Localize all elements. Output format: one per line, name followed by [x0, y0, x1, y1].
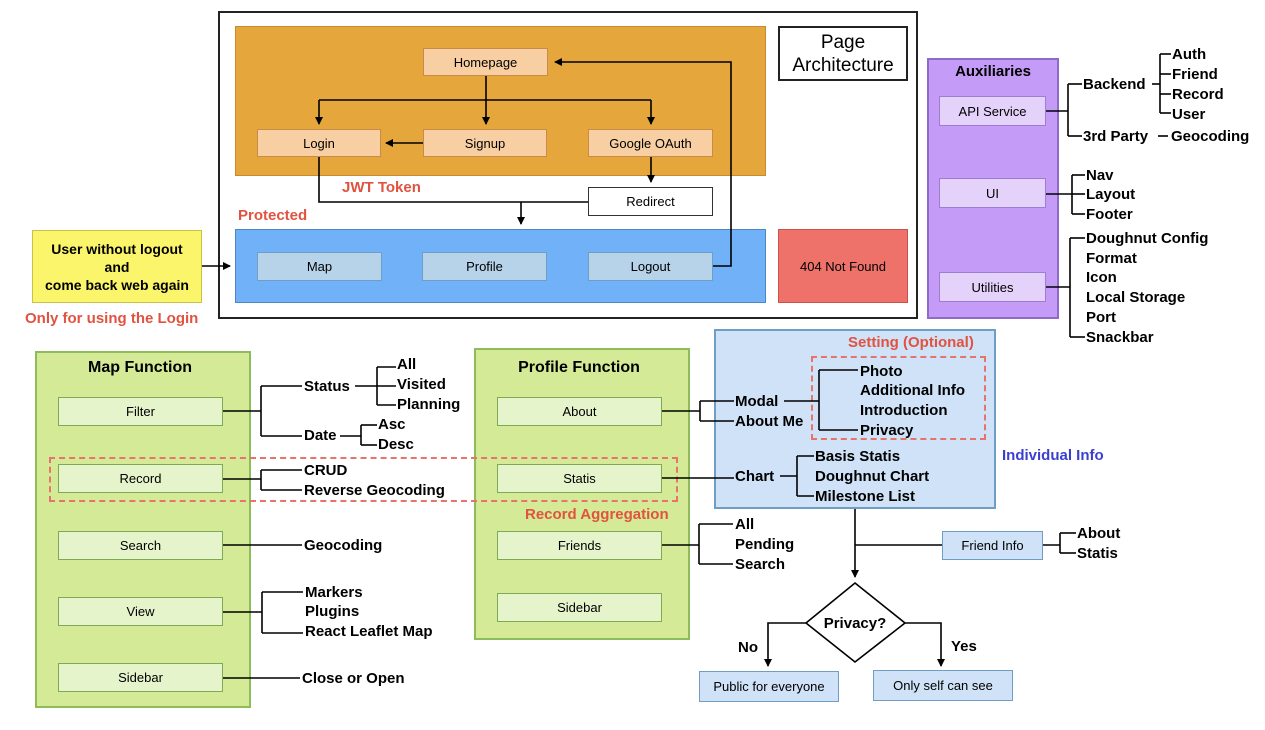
ui-nav: Nav [1086, 167, 1114, 184]
individual-info-panel [714, 329, 996, 509]
util-doughnut-config: Doughnut Config [1086, 230, 1209, 247]
third-party-label: 3rd Party [1083, 128, 1149, 145]
profile-sidebar-node: Sidebar [497, 593, 662, 622]
status-visited: Visited [397, 376, 446, 393]
view-plugins: Plugins [305, 603, 360, 620]
user-note-box: User without logout and come back web ag… [32, 230, 202, 303]
homepage-node: Homepage [423, 48, 548, 76]
status-all: All [397, 356, 417, 373]
yes-label: Yes [951, 638, 977, 655]
user-note-line-2: and [104, 258, 130, 275]
backend-record: Record [1172, 86, 1224, 103]
date-label: Date [304, 427, 337, 444]
login-only-caption: Only for using the Login [25, 310, 199, 327]
setting-optional-label: Setting (Optional) [848, 334, 974, 351]
record-crud: CRUD [304, 462, 348, 479]
about-node: About [497, 397, 662, 426]
profile-function-panel [474, 348, 690, 640]
setting-privacy: Privacy [860, 422, 914, 439]
profile-node: Profile [422, 252, 547, 281]
record-reverse-geocoding: Reverse Geocoding [304, 482, 445, 499]
date-asc: Asc [378, 416, 406, 433]
util-local-storage: Local Storage [1086, 289, 1186, 306]
privacy-question: Privacy? [824, 615, 887, 632]
friends-pending: Pending [735, 536, 795, 553]
setting-photo: Photo [860, 363, 903, 380]
util-snackbar: Snackbar [1086, 329, 1154, 346]
view-node: View [58, 597, 223, 626]
api-service-node: API Service [939, 96, 1046, 126]
page-architecture-title: Page Architecture [778, 26, 908, 81]
ui-node: UI [939, 178, 1046, 208]
redirect-node: Redirect [588, 187, 713, 216]
friends-all: All [735, 516, 755, 533]
util-icon: Icon [1086, 269, 1117, 286]
backend-user: User [1172, 106, 1206, 123]
sidebar-close-open: Close or Open [302, 670, 405, 687]
util-format: Format [1086, 250, 1137, 267]
user-note-line-3: come back web again [45, 276, 189, 293]
record-node: Record [58, 464, 223, 493]
setting-additional-info: Additional Info [860, 382, 965, 399]
individual-info-label: Individual Info [1002, 447, 1104, 464]
sidebar-node: Sidebar [58, 663, 223, 692]
ui-footer: Footer [1086, 206, 1133, 223]
ui-layout: Layout [1086, 186, 1136, 203]
self-only-node: Only self can see [873, 670, 1013, 701]
logout-node: Logout [588, 252, 713, 281]
map-function-title: Map Function [88, 359, 192, 376]
protected-label: Protected [238, 207, 308, 224]
no-label: No [738, 639, 758, 656]
backend-friend: Friend [1172, 66, 1218, 83]
about-me-label: About Me [735, 413, 804, 430]
jwt-token-label: JWT Token [342, 179, 421, 196]
not-found-node: 404 Not Found [778, 229, 908, 303]
status-planning: Planning [397, 396, 461, 413]
record-aggregation-band [49, 457, 678, 502]
date-desc: Desc [378, 436, 414, 453]
view-markers: Markers [305, 584, 363, 601]
friend-info-statis: Statis [1077, 545, 1118, 562]
search-geocoding: Geocoding [304, 537, 383, 554]
friend-info-about: About [1077, 525, 1121, 542]
utilities-node: Utilities [939, 272, 1046, 302]
public-node: Public for everyone [699, 671, 839, 702]
title-line-1: Page [820, 31, 866, 53]
map-node: Map [257, 252, 382, 281]
login-node: Login [257, 129, 381, 157]
third-party-geocoding: Geocoding [1171, 128, 1250, 145]
chart-doughnut: Doughnut Chart [815, 468, 930, 485]
chart-label: Chart [735, 468, 775, 485]
google-oauth-node: Google OAuth [588, 129, 713, 157]
title-line-2: Architecture [792, 54, 894, 76]
auxiliaries-title: Auxiliaries [955, 63, 1031, 80]
profile-function-title: Profile Function [518, 359, 640, 376]
chart-milestone-list: Milestone List [815, 488, 916, 505]
util-port: Port [1086, 309, 1116, 326]
setting-introduction: Introduction [860, 402, 948, 419]
search-node: Search [58, 531, 223, 560]
backend-label: Backend [1083, 76, 1146, 93]
status-label: Status [304, 378, 350, 395]
friends-search: Search [735, 556, 786, 573]
modal-label: Modal [735, 393, 779, 410]
signup-node: Signup [423, 129, 547, 157]
filter-node: Filter [58, 397, 223, 426]
friend-info-node: Friend Info [942, 531, 1043, 560]
user-note-line-1: User without logout [51, 240, 183, 257]
statis-node: Statis [497, 464, 662, 493]
record-aggregation-label: Record Aggregation [525, 506, 669, 523]
setting-dashed-box [811, 356, 986, 440]
chart-basis-statis: Basis Statis [815, 448, 901, 465]
view-react-leaflet-map: React Leaflet Map [305, 623, 433, 640]
backend-auth: Auth [1172, 46, 1207, 63]
friends-node: Friends [497, 531, 662, 560]
